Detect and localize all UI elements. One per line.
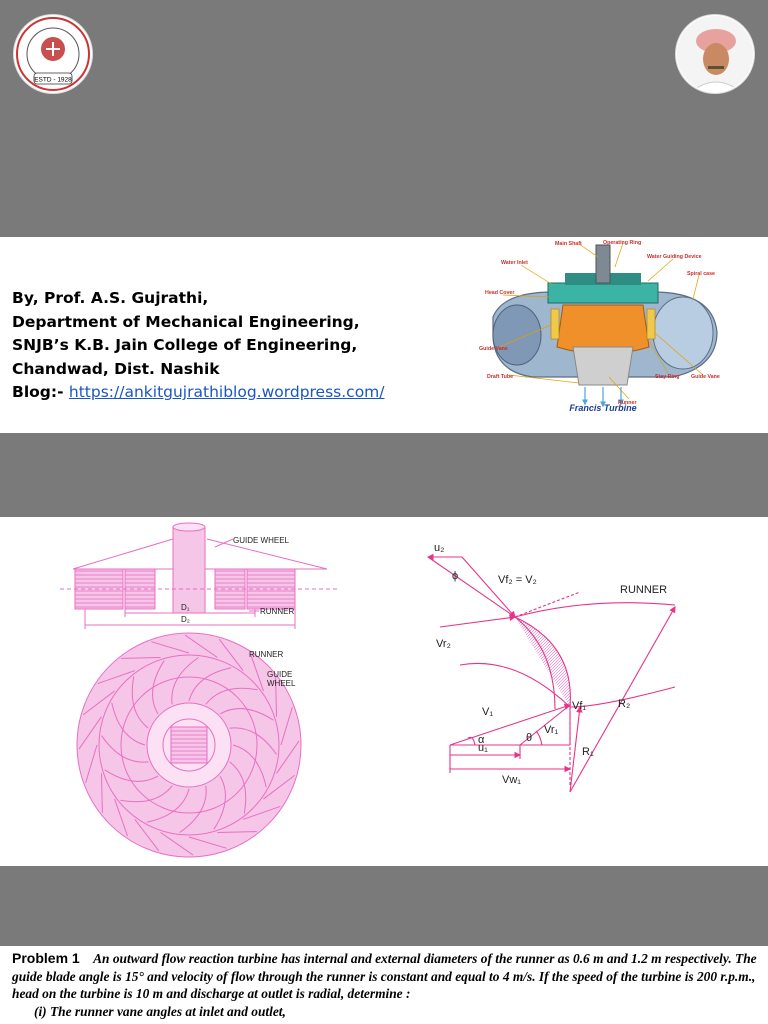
runner-vane bbox=[232, 744, 267, 788]
runner-vane bbox=[111, 702, 146, 746]
problem-text: An outward flow reaction turbine has int… bbox=[12, 951, 757, 1001]
runner-vane bbox=[104, 769, 159, 782]
label-main-shaft: Main Shaft bbox=[555, 241, 582, 247]
guide-vane bbox=[249, 653, 264, 692]
label-vf1: Vf₁ bbox=[572, 700, 586, 712]
velocity-triangles-diagram: u₂ ϕ Vf₂ = V₂ Vr₂ RUNNER R₂ Vf₁ V₁ Vr₁ α… bbox=[426, 542, 676, 793]
guide-vane bbox=[218, 638, 244, 671]
label-spiral-case: Spiral case bbox=[687, 271, 715, 277]
label-guide-wheel: GUIDE WHEEL bbox=[233, 536, 290, 545]
guide-vane bbox=[134, 819, 160, 852]
label-vr1: Vr₁ bbox=[544, 724, 559, 736]
author-block: By, Prof. A.S. Gujrathi, Department of M… bbox=[12, 287, 385, 405]
label-u2: u₂ bbox=[434, 542, 444, 554]
label-v1: V₁ bbox=[482, 706, 493, 718]
blog-link[interactable]: https://ankitgujrathiblog.wordpress.com/ bbox=[68, 383, 385, 401]
label-d1: D₁ bbox=[181, 603, 190, 612]
label-stay-ring: Stay Ring bbox=[655, 374, 679, 380]
runner-vane bbox=[219, 708, 274, 721]
guide-vane bbox=[188, 836, 227, 849]
author-line-location: Chandwad, Dist. Nashik bbox=[12, 359, 220, 378]
guide-vane bbox=[217, 831, 257, 833]
label-draft-tube: Draft Tube bbox=[487, 374, 513, 380]
francis-turbine-illustration: Main Shaft Operating Ring Water Inlet Wa… bbox=[473, 237, 731, 415]
runner-vane bbox=[171, 657, 199, 705]
runner-vane bbox=[229, 727, 277, 755]
label-r1: R₁ bbox=[582, 746, 594, 758]
guide-vane bbox=[275, 677, 277, 717]
guide-vane bbox=[184, 634, 218, 658]
label-head-cover: Head Cover bbox=[485, 290, 514, 296]
guide-vane bbox=[82, 690, 115, 716]
header-band: ESTD - 1928 bbox=[0, 0, 768, 237]
label-r2: R₂ bbox=[618, 698, 630, 710]
guide-vane bbox=[97, 670, 136, 685]
turbine-caption: Francis Turbine bbox=[569, 403, 636, 413]
college-logo: ESTD - 1928 bbox=[14, 15, 92, 93]
middle-band bbox=[0, 433, 768, 517]
label-guide-vane-right: Guide Vane bbox=[691, 374, 720, 380]
label-runner-bottom: RUNNER bbox=[249, 650, 283, 659]
runner-vane bbox=[152, 660, 165, 715]
label-d2: D₂ bbox=[181, 615, 190, 624]
label-runner: RUNNER bbox=[620, 584, 667, 596]
lower-band bbox=[0, 866, 768, 946]
founder-portrait bbox=[676, 15, 754, 93]
author-line-name: By, Prof. A.S. Gujrathi, bbox=[12, 289, 209, 307]
problem-statement: Problem 1 An outward flow reaction turbi… bbox=[12, 950, 760, 1020]
guide-vane bbox=[85, 744, 98, 783]
label-runner-top: RUNNER bbox=[260, 607, 294, 616]
outward-flow-turbine-diagram: GUIDE WHEEL RUNNER D₁ D₂ RUNNER GUIDE WH… bbox=[60, 522, 340, 858]
guide-vane bbox=[160, 832, 194, 856]
label-water-inlet: Water Inlet bbox=[501, 260, 528, 266]
author-line-blog: Blog:- https://ankitgujrathiblog.wordpre… bbox=[12, 381, 385, 405]
label-guide-wheel-2-line2: WHEEL bbox=[267, 679, 296, 688]
label-guide-wheel-2-line1: GUIDE bbox=[267, 670, 292, 679]
label-guide-vane-left: Guide Vane bbox=[479, 346, 508, 352]
problem-title: Problem 1 bbox=[12, 950, 80, 966]
guide-vane bbox=[276, 740, 300, 774]
label-operating-ring: Operating Ring bbox=[603, 240, 641, 246]
blog-label: Blog:- bbox=[12, 383, 69, 401]
diagrams-section: GUIDE WHEEL RUNNER D₁ D₂ RUNNER GUIDE WH… bbox=[0, 517, 768, 866]
guide-vane bbox=[280, 707, 293, 746]
label-vw1: Vw₁ bbox=[502, 774, 521, 786]
runner-vane bbox=[146, 788, 190, 823]
runner-vane bbox=[179, 785, 207, 833]
author-line-college: SNJB’s K.B. Jain College of Engineering, bbox=[12, 336, 358, 354]
author-section: By, Prof. A.S. Gujrathi, Department of M… bbox=[0, 237, 768, 433]
guide-vane bbox=[114, 798, 129, 837]
runner-vane bbox=[101, 735, 149, 763]
runner-vane bbox=[131, 676, 149, 729]
runner-vane bbox=[205, 687, 258, 705]
problem-item-1: (i) The runner vane angles at inlet and … bbox=[34, 1003, 286, 1019]
runner-vanes bbox=[78, 634, 300, 856]
guide-vane bbox=[151, 641, 190, 654]
guide-vane bbox=[121, 657, 161, 659]
runner-vane bbox=[213, 775, 226, 830]
runner-vane bbox=[188, 667, 232, 702]
logo-caption: ESTD - 1928 bbox=[34, 77, 72, 84]
label-theta: θ bbox=[526, 732, 532, 744]
label-u1: u₁ bbox=[478, 742, 488, 754]
label-vr2: Vr₂ bbox=[436, 638, 451, 650]
problem-section: Problem 1 An outward flow reaction turbi… bbox=[0, 946, 768, 1024]
runner-vane bbox=[229, 761, 247, 814]
label-phi: ϕ bbox=[452, 570, 458, 582]
label-runner: Runner bbox=[618, 400, 637, 406]
guide-vane bbox=[78, 716, 102, 750]
label-alpha: α bbox=[478, 734, 485, 746]
guide-vane bbox=[263, 774, 296, 800]
guide-vane bbox=[242, 805, 281, 820]
guide-vane bbox=[101, 773, 103, 813]
author-line-dept: Department of Mechanical Engineering, bbox=[12, 312, 360, 331]
label-water-guiding-device: Water Guiding Device bbox=[647, 254, 702, 260]
runner-vane bbox=[120, 785, 173, 803]
label-vf2-v2: Vf₂ = V₂ bbox=[498, 574, 537, 586]
